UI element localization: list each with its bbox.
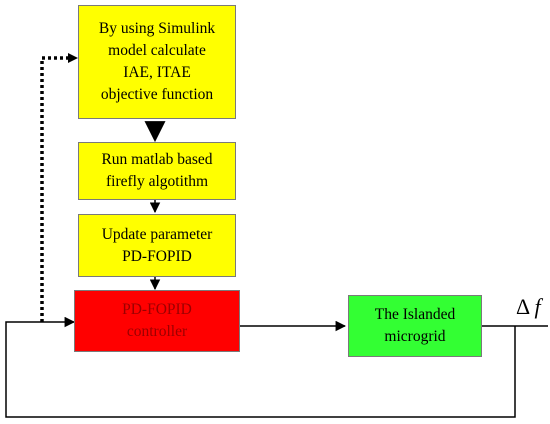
- delta-f-output-label: Δ f: [516, 294, 541, 319]
- pd-fopid-controller-label: PD-FOPID controller: [122, 301, 192, 340]
- firefly-algorithm-label: Run matlab based firefly algotithm: [101, 151, 213, 190]
- islanded-microgrid-label: The Islanded microgrid: [374, 306, 456, 345]
- delta-f-variable: f: [534, 294, 541, 319]
- firefly-algorithm-block: Run matlab based firefly algotithm: [78, 142, 236, 200]
- dotted-feedback-to-objective: [40, 56, 70, 322]
- objective-function-label: By using Simulink model calculate IAE, I…: [98, 20, 216, 103]
- feedback-loop: [5, 316, 516, 418]
- islanded-microgrid-block: The Islanded microgrid: [348, 295, 482, 357]
- pd-fopid-controller-block: PD-FOPID controller: [74, 290, 240, 352]
- objective-function-block: By using Simulink model calculate IAE, I…: [78, 5, 236, 119]
- update-parameter-block: Update parameter PD-FOPID: [78, 214, 236, 277]
- update-parameter-label: Update parameter PD-FOPID: [101, 225, 213, 265]
